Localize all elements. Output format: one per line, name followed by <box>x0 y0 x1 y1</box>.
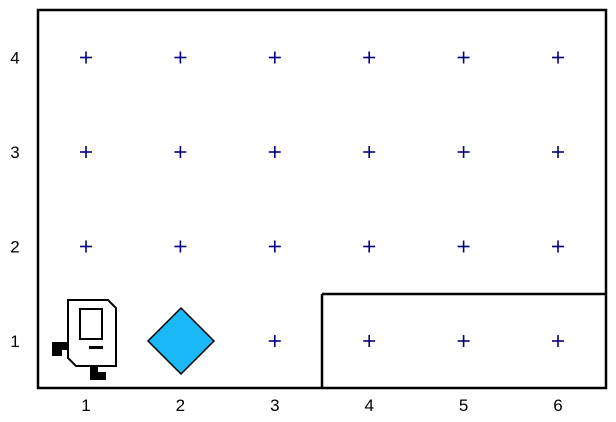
plus-icon <box>268 335 281 347</box>
plus-icon <box>457 240 470 253</box>
plus-icon <box>268 51 281 64</box>
plus-icon <box>457 51 470 64</box>
x-axis-label: 6 <box>553 396 562 415</box>
plus-icon <box>174 51 187 64</box>
y-axis-label: 2 <box>10 238 19 257</box>
plus-icon <box>552 146 564 158</box>
plus-icon <box>174 146 187 158</box>
plus-icon <box>363 335 376 347</box>
plus-icon <box>363 146 376 158</box>
plus-icon <box>552 240 564 253</box>
y-axis-labels: 1 2 3 4 <box>10 49 19 352</box>
plus-icon <box>457 335 470 347</box>
plus-icon <box>268 240 281 253</box>
x-axis-label: 2 <box>176 396 185 415</box>
plus-icon <box>363 240 376 253</box>
beeper-diamond-icon <box>146 306 216 376</box>
walls-layer <box>320 292 606 388</box>
x-axis-label: 4 <box>364 396 373 415</box>
corner-markers-layer <box>80 51 564 347</box>
plus-icon <box>80 51 92 64</box>
karel-robot-icon <box>52 299 117 380</box>
beepers-layer <box>146 306 216 376</box>
plus-icon <box>363 51 376 64</box>
plus-icon <box>268 146 281 158</box>
plus-icon <box>552 335 564 347</box>
x-axis-label: 3 <box>270 396 279 415</box>
y-axis-label: 3 <box>10 143 19 162</box>
x-axis-labels: 1 2 3 4 5 6 <box>81 396 562 415</box>
plus-icon <box>174 240 187 253</box>
x-axis-label: 5 <box>459 396 468 415</box>
plus-icon <box>80 146 92 158</box>
x-axis-label: 1 <box>81 396 90 415</box>
plus-icon <box>457 146 470 158</box>
plus-icon <box>552 51 564 64</box>
plus-icon <box>80 240 92 253</box>
y-axis-label: 1 <box>10 332 19 351</box>
y-axis-label: 4 <box>10 49 19 68</box>
